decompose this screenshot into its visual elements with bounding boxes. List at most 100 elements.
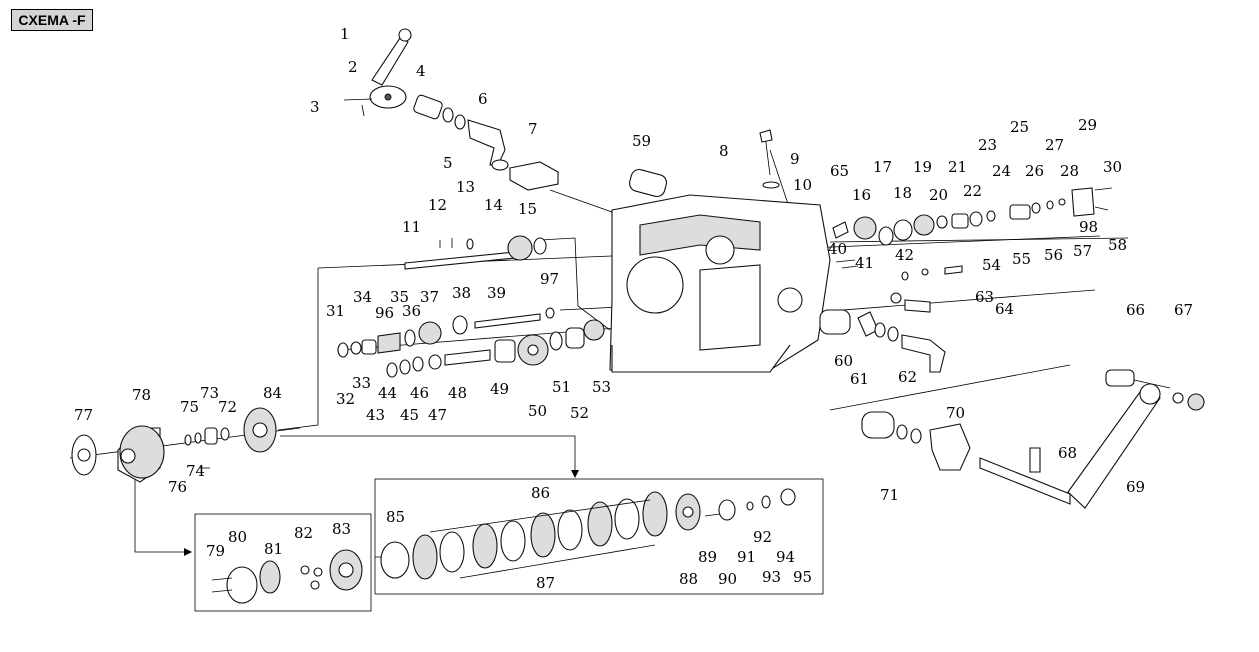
part-label-91: 91 [737,548,756,566]
part-label-48: 48 [448,384,467,402]
part-label-79: 79 [206,542,225,560]
part-label-76: 76 [168,478,187,496]
part-label-72: 72 [218,398,237,416]
part-label-4: 4 [416,62,426,80]
part-label-81: 81 [264,540,283,558]
part-label-97: 97 [540,270,559,288]
part-label-14: 14 [484,196,503,214]
part-label-53: 53 [592,378,611,396]
part-label-17: 17 [873,158,892,176]
part-label-36: 36 [402,302,421,320]
part-label-54: 54 [982,256,1001,274]
part-label-8: 8 [719,142,729,160]
part-label-83: 83 [332,520,351,538]
part-label-5: 5 [443,154,453,172]
part-label-71: 71 [880,486,899,504]
part-label-74: 74 [186,462,205,480]
part-label-58: 58 [1108,236,1127,254]
part-label-35: 35 [390,288,409,306]
part-label-59: 59 [632,132,651,150]
part-label-11: 11 [402,218,421,236]
part-label-20: 20 [929,186,948,204]
part-label-38: 38 [452,284,471,302]
part-label-39: 39 [487,284,506,302]
part-label-84: 84 [263,384,282,402]
part-label-18: 18 [893,184,912,202]
part-label-90: 90 [718,570,737,588]
part-label-56: 56 [1044,246,1063,264]
drawing-geometry [69,28,1205,612]
part-label-30: 30 [1103,158,1122,176]
part-label-50: 50 [528,402,547,420]
part-label-44: 44 [378,384,397,402]
part-label-87: 87 [536,574,555,592]
part-label-29: 29 [1078,116,1097,134]
schema-title: CXEMA -F [11,9,93,31]
part-label-70: 70 [946,404,965,422]
part-label-68: 68 [1058,444,1077,462]
part-label-57: 57 [1073,242,1092,260]
part-label-1: 1 [340,25,350,43]
part-label-51: 51 [552,378,571,396]
part-label-45: 45 [400,406,419,424]
part-label-95: 95 [793,568,812,586]
part-label-12: 12 [428,196,447,214]
part-label-89: 89 [698,548,717,566]
part-label-37: 37 [420,288,439,306]
part-label-6: 6 [478,90,488,108]
part-label-33: 33 [352,374,371,392]
part-label-46: 46 [410,384,429,402]
part-label-28: 28 [1060,162,1079,180]
part-label-2: 2 [348,58,358,76]
part-label-26: 26 [1025,162,1044,180]
part-label-61: 61 [850,370,869,388]
part-label-80: 80 [228,528,247,546]
part-label-7: 7 [528,120,538,138]
part-label-98: 98 [1079,218,1098,236]
part-label-21: 21 [948,158,967,176]
part-label-41: 41 [855,254,874,272]
part-label-9: 9 [790,150,800,168]
part-label-43: 43 [366,406,385,424]
part-label-77: 77 [74,406,93,424]
part-label-67: 67 [1174,301,1193,319]
part-label-42: 42 [895,246,914,264]
part-label-19: 19 [913,158,932,176]
part-label-96: 96 [375,304,394,322]
part-label-47: 47 [428,406,447,424]
part-label-93: 93 [762,568,781,586]
part-label-24: 24 [992,162,1011,180]
part-label-82: 82 [294,524,313,542]
part-label-63: 63 [975,288,994,306]
part-label-32: 32 [336,390,355,408]
part-label-60: 60 [834,352,853,370]
part-label-10: 10 [793,176,812,194]
part-label-3: 3 [310,98,320,116]
part-label-31: 31 [326,302,345,320]
part-label-92: 92 [753,528,772,546]
part-label-73: 73 [200,384,219,402]
part-label-25: 25 [1010,118,1029,136]
part-label-75: 75 [180,398,199,416]
part-label-88: 88 [679,570,698,588]
part-label-22: 22 [963,182,982,200]
part-label-64: 64 [995,300,1014,318]
part-label-55: 55 [1012,250,1031,268]
part-label-23: 23 [978,136,997,154]
part-label-34: 34 [353,288,372,306]
part-label-52: 52 [570,404,589,422]
part-label-49: 49 [490,380,509,398]
part-label-16: 16 [852,186,871,204]
part-label-85: 85 [386,508,405,526]
part-label-78: 78 [132,386,151,404]
part-label-62: 62 [898,368,917,386]
part-label-27: 27 [1045,136,1064,154]
part-label-65: 65 [830,162,849,180]
part-label-40: 40 [828,240,847,258]
part-label-94: 94 [776,548,795,566]
part-label-86: 86 [531,484,550,502]
part-label-15: 15 [518,200,537,218]
part-label-69: 69 [1126,478,1145,496]
